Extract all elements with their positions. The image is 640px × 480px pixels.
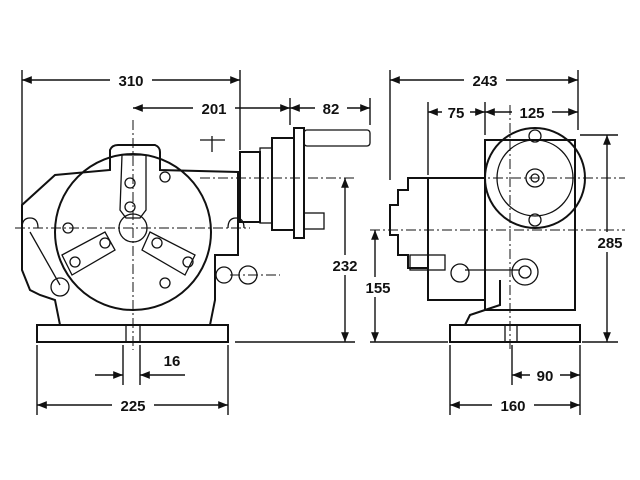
dim-chuck-depth: 75 [448,105,465,122]
chuck-bolt [159,171,171,183]
dim-center-height: 232 [332,258,357,275]
chuck-jaw-top [119,154,147,219]
dim-overall-width: 310 [118,73,143,90]
crank-handle [303,129,371,147]
dim-spindle-height: 155 [365,280,390,297]
graduated-ring [259,147,273,224]
jaw-screw [69,256,81,268]
jaw-screw [182,256,194,268]
side-base [449,324,581,343]
plunger-knob [303,212,325,230]
crank-hub [293,127,305,239]
jaw-screw [99,237,111,249]
side-view [370,105,625,350]
lock-lever [29,231,61,286]
dim-crank-length: 82 [323,101,340,118]
lever-pivot [511,258,539,286]
dim-center-to-flange: 201 [201,101,226,118]
chuck-jaw-left [61,231,116,276]
mount-slot [227,217,245,229]
lever-pivot-hole [518,265,532,279]
dim-base-length: 160 [500,398,525,415]
chuck-jaw-right [141,231,196,276]
side-dimensions: 243 75 125 285 155 90 160 [358,70,628,415]
clamp-screw [409,254,446,271]
dim-slot-width: 16 [164,353,181,370]
lever-knob [450,263,470,283]
dim-base-width: 225 [120,398,145,415]
chuck-bolt [159,277,171,289]
support-web [464,280,501,326]
chuck-side [389,177,428,269]
dim-center-to-back: 90 [537,368,554,385]
jaw-screw [124,177,136,189]
bolt-hole [528,129,542,143]
tenon-key [504,324,518,343]
housing-neck [239,151,261,223]
dim-overall-height: 285 [597,235,622,252]
mount-slot [21,217,39,229]
front-dimensions: 310 201 82 232 16 225 [21,70,371,415]
dim-housing-width: 125 [519,105,544,122]
front-view [15,120,371,350]
jaw-screw [151,237,163,249]
worm-knob [215,266,233,284]
lock-knob [50,277,70,297]
jaw-screw [124,201,136,213]
index-plate [271,137,295,231]
dim-overall-length: 243 [472,73,497,90]
body-outline [21,144,239,326]
bolt-hole [528,213,542,227]
lock-tee [200,136,225,152]
